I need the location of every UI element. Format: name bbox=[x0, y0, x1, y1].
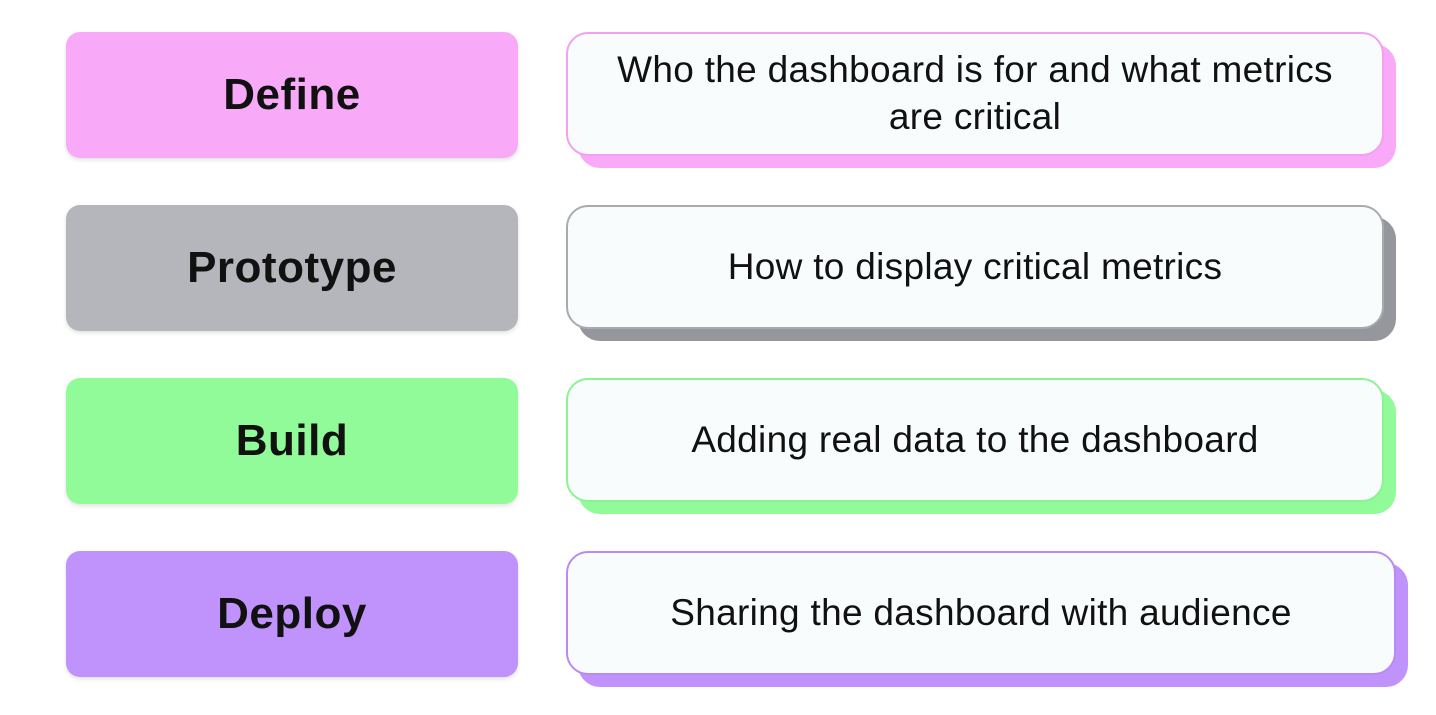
step-deploy-description: Sharing the dashboard with audience bbox=[670, 591, 1292, 633]
step-define-description-card: Who the dashboard is for and what metric… bbox=[566, 32, 1396, 168]
step-deploy-label-box: Deploy bbox=[66, 551, 518, 677]
step-define-card-body: Who the dashboard is for and what metric… bbox=[566, 32, 1384, 156]
step-build-card-body: Adding real data to the dashboard bbox=[566, 378, 1384, 502]
step-build-label: Build bbox=[235, 416, 349, 465]
step-build-label-box: Build bbox=[66, 378, 518, 504]
step-prototype-card-body: How to display critical metrics bbox=[566, 205, 1384, 329]
step-build-description-card: Adding real data to the dashboard bbox=[566, 378, 1396, 514]
step-define-description: Who the dashboard is for and what metric… bbox=[617, 49, 1333, 137]
step-prototype-description: How to display critical metrics bbox=[727, 245, 1223, 287]
step-define-label-box: Define bbox=[66, 32, 518, 158]
step-deploy-card-body: Sharing the dashboard with audience bbox=[566, 551, 1396, 675]
step-deploy-description-card: Sharing the dashboard with audience bbox=[566, 551, 1408, 687]
step-prototype-label-box: Prototype bbox=[66, 205, 518, 331]
step-define-label: Define bbox=[223, 70, 361, 119]
step-prototype-label: Prototype bbox=[187, 243, 397, 292]
step-deploy-label: Deploy bbox=[217, 589, 367, 638]
step-prototype-description-card: How to display critical metrics bbox=[566, 205, 1396, 341]
step-build-description: Adding real data to the dashboard bbox=[691, 418, 1259, 460]
